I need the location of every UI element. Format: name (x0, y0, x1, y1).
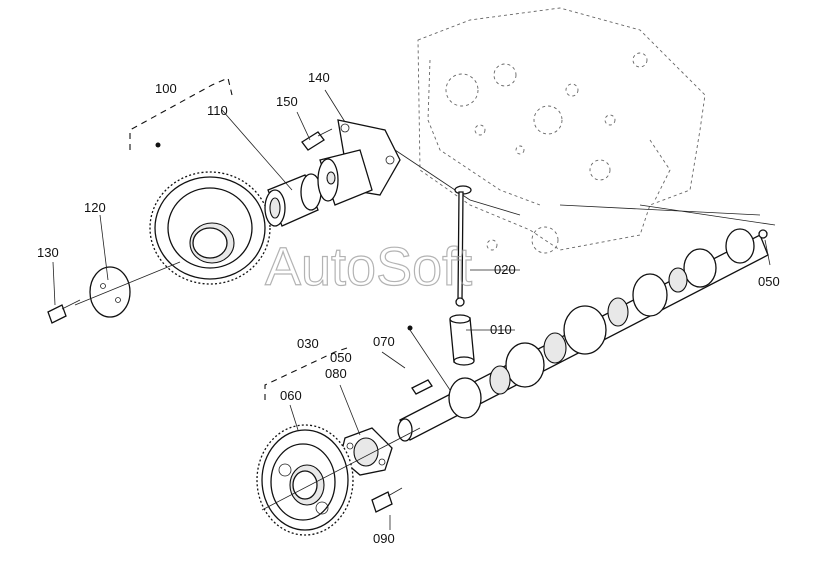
label-020: 020 (494, 262, 516, 277)
cam-gear (256, 424, 354, 536)
watermark-text: AutoSoft (265, 237, 472, 297)
label-140: 140 (308, 70, 330, 85)
label-070: 070 (373, 334, 395, 349)
label-050-left: 050 (330, 350, 352, 365)
shaft-bolt (301, 128, 333, 151)
bushing (264, 173, 322, 227)
label-100: 100 (155, 81, 177, 96)
idle-gear (149, 171, 271, 285)
label-010: 010 (490, 322, 512, 337)
leader-cam (409, 329, 451, 391)
leader-block (394, 149, 521, 216)
collar-plate (89, 266, 131, 318)
label-150: 150 (276, 94, 298, 109)
camshaft-stopper (339, 427, 393, 476)
engine-block (417, 7, 776, 254)
bracket-dot-cam (407, 325, 413, 331)
woodruff-key (411, 379, 433, 395)
part-labels: 100 110 140 150 120 130 020 010 050 030 … (37, 70, 780, 546)
stopper-bolt (371, 487, 403, 513)
leader-lines (52, 89, 771, 530)
group-bracket-100 (129, 77, 233, 150)
bracket-dot (155, 142, 161, 148)
idle-gear-shaft (317, 119, 401, 206)
camshaft (397, 228, 769, 442)
label-050-right: 050 (758, 274, 780, 289)
group-bracket-030 (264, 346, 351, 400)
label-030: 030 (297, 336, 319, 351)
label-080: 080 (325, 366, 347, 381)
axis-line-idle (74, 261, 181, 306)
plate-bolt (47, 299, 81, 324)
tappet (449, 314, 475, 366)
axis-line-cam (261, 427, 421, 511)
label-130: 130 (37, 245, 59, 260)
label-110: 110 (207, 103, 228, 118)
label-060: 060 (280, 388, 302, 403)
pin-right (758, 229, 768, 239)
label-090: 090 (373, 531, 395, 546)
push-rod (454, 185, 472, 307)
label-120: 120 (84, 200, 106, 215)
